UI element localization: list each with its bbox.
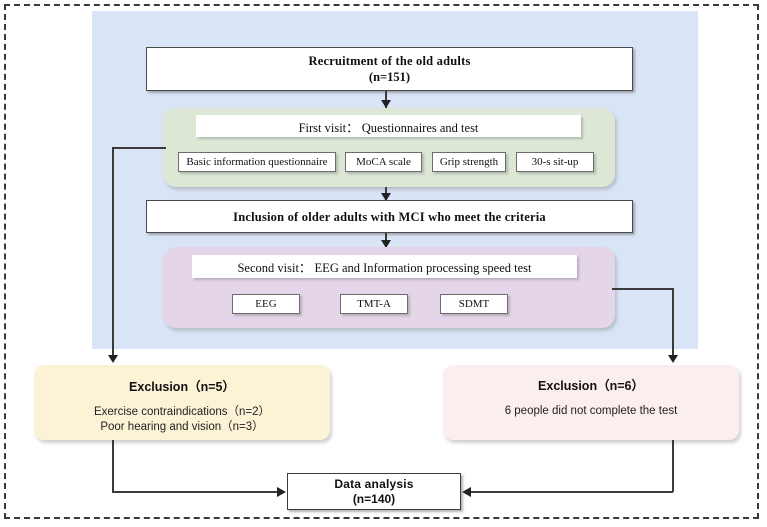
recruitment-box: Recruitment of the old adults (n=151) xyxy=(146,47,633,91)
exclusion-left-box: Exclusion（n=5） Exercise contraindication… xyxy=(34,365,330,440)
connector-secondvisit-to-exclusionright-horizontal xyxy=(612,288,674,290)
chip-label: EEG xyxy=(255,298,277,310)
arrow-firstvisit-to-inclusion xyxy=(381,193,391,201)
arrow-inclusion-to-secondvisit xyxy=(381,240,391,248)
exclusion-right-reasons: 6 people did not complete the test xyxy=(505,404,678,419)
connector-exclusionright-to-dataanalysis-horizontal xyxy=(470,491,673,493)
chip-label: TMT-A xyxy=(357,298,391,310)
arrow-recruitment-to-firstvisit xyxy=(381,100,391,108)
chip-label: Grip strength xyxy=(439,156,499,168)
recruitment-line2: (n=151) xyxy=(368,70,411,84)
connector-exclusionleft-to-dataanalysis-horizontal xyxy=(112,491,279,493)
exclusion-right-box: Exclusion（n=6） 6 people did not complete… xyxy=(443,365,739,440)
inclusion-box: Inclusion of older adults with MCI who m… xyxy=(146,200,633,233)
test-chip-moca-scale: MoCA scale xyxy=(345,152,422,172)
figure-outer-dashed-frame xyxy=(4,4,759,519)
arrow-right-into-dataanalysis xyxy=(462,487,471,497)
chip-label: Basic information questionnaire xyxy=(186,156,328,168)
connector-firstvisit-to-exclusionleft-horizontal xyxy=(112,147,166,149)
data-analysis-line1: Data analysis xyxy=(334,476,414,491)
exclusion-left-title: Exclusion（n=5） xyxy=(129,380,235,394)
connector-secondvisit-to-exclusionright-vertical xyxy=(672,288,674,359)
second-visit-header-label: Second visit： EEG and Information proces… xyxy=(237,261,532,275)
arrow-left-into-dataanalysis xyxy=(277,487,286,497)
arrow-to-exclusion-right xyxy=(668,355,678,363)
first-visit-header: First visit： Questionnaires and test xyxy=(196,115,581,137)
exclusion-left-reasons: Exercise contraindications（n=2） Poor hea… xyxy=(94,405,270,435)
test-chip-eeg: EEG xyxy=(232,294,300,314)
inclusion-line1: Inclusion of older adults with MCI who m… xyxy=(233,209,546,224)
test-chip-30s-sit-up: 30-s sit-up xyxy=(516,152,594,172)
exclusion-right-reason-1: 6 people did not complete the test xyxy=(504,405,678,417)
data-analysis-box: Data analysis (n=140) xyxy=(287,473,461,510)
connector-firstvisit-to-exclusionleft-vertical xyxy=(112,147,114,359)
chip-label: 30-s sit-up xyxy=(531,156,579,168)
test-chip-tmt-a: TMT-A xyxy=(340,294,408,314)
arrow-to-exclusion-left xyxy=(108,355,118,363)
exclusion-right-title: Exclusion（n=6） xyxy=(538,379,644,393)
exclusion-left-reason-1: Exercise contraindications（n=2） xyxy=(93,406,271,418)
connector-exclusionleft-to-dataanalysis-vertical xyxy=(112,440,114,492)
connector-exclusionright-to-dataanalysis-vertical xyxy=(672,440,674,492)
recruitment-line1: Recruitment of the old adults xyxy=(308,54,471,68)
connector-recruitment-to-firstvisit xyxy=(385,91,387,108)
first-visit-header-label: First visit： Questionnaires and test xyxy=(298,120,479,135)
test-chip-grip-strength: Grip strength xyxy=(432,152,506,172)
test-chip-basic-information-questionnaire: Basic information questionnaire xyxy=(178,152,336,172)
test-chip-sdmt: SDMT xyxy=(440,294,508,314)
data-analysis-line2: (n=140) xyxy=(352,491,396,506)
chip-label: MoCA scale xyxy=(356,156,411,168)
chip-label: SDMT xyxy=(458,298,490,310)
exclusion-left-reason-2: Poor hearing and vision（n=3） xyxy=(100,421,264,433)
second-visit-header: Second visit： EEG and Information proces… xyxy=(192,255,577,278)
